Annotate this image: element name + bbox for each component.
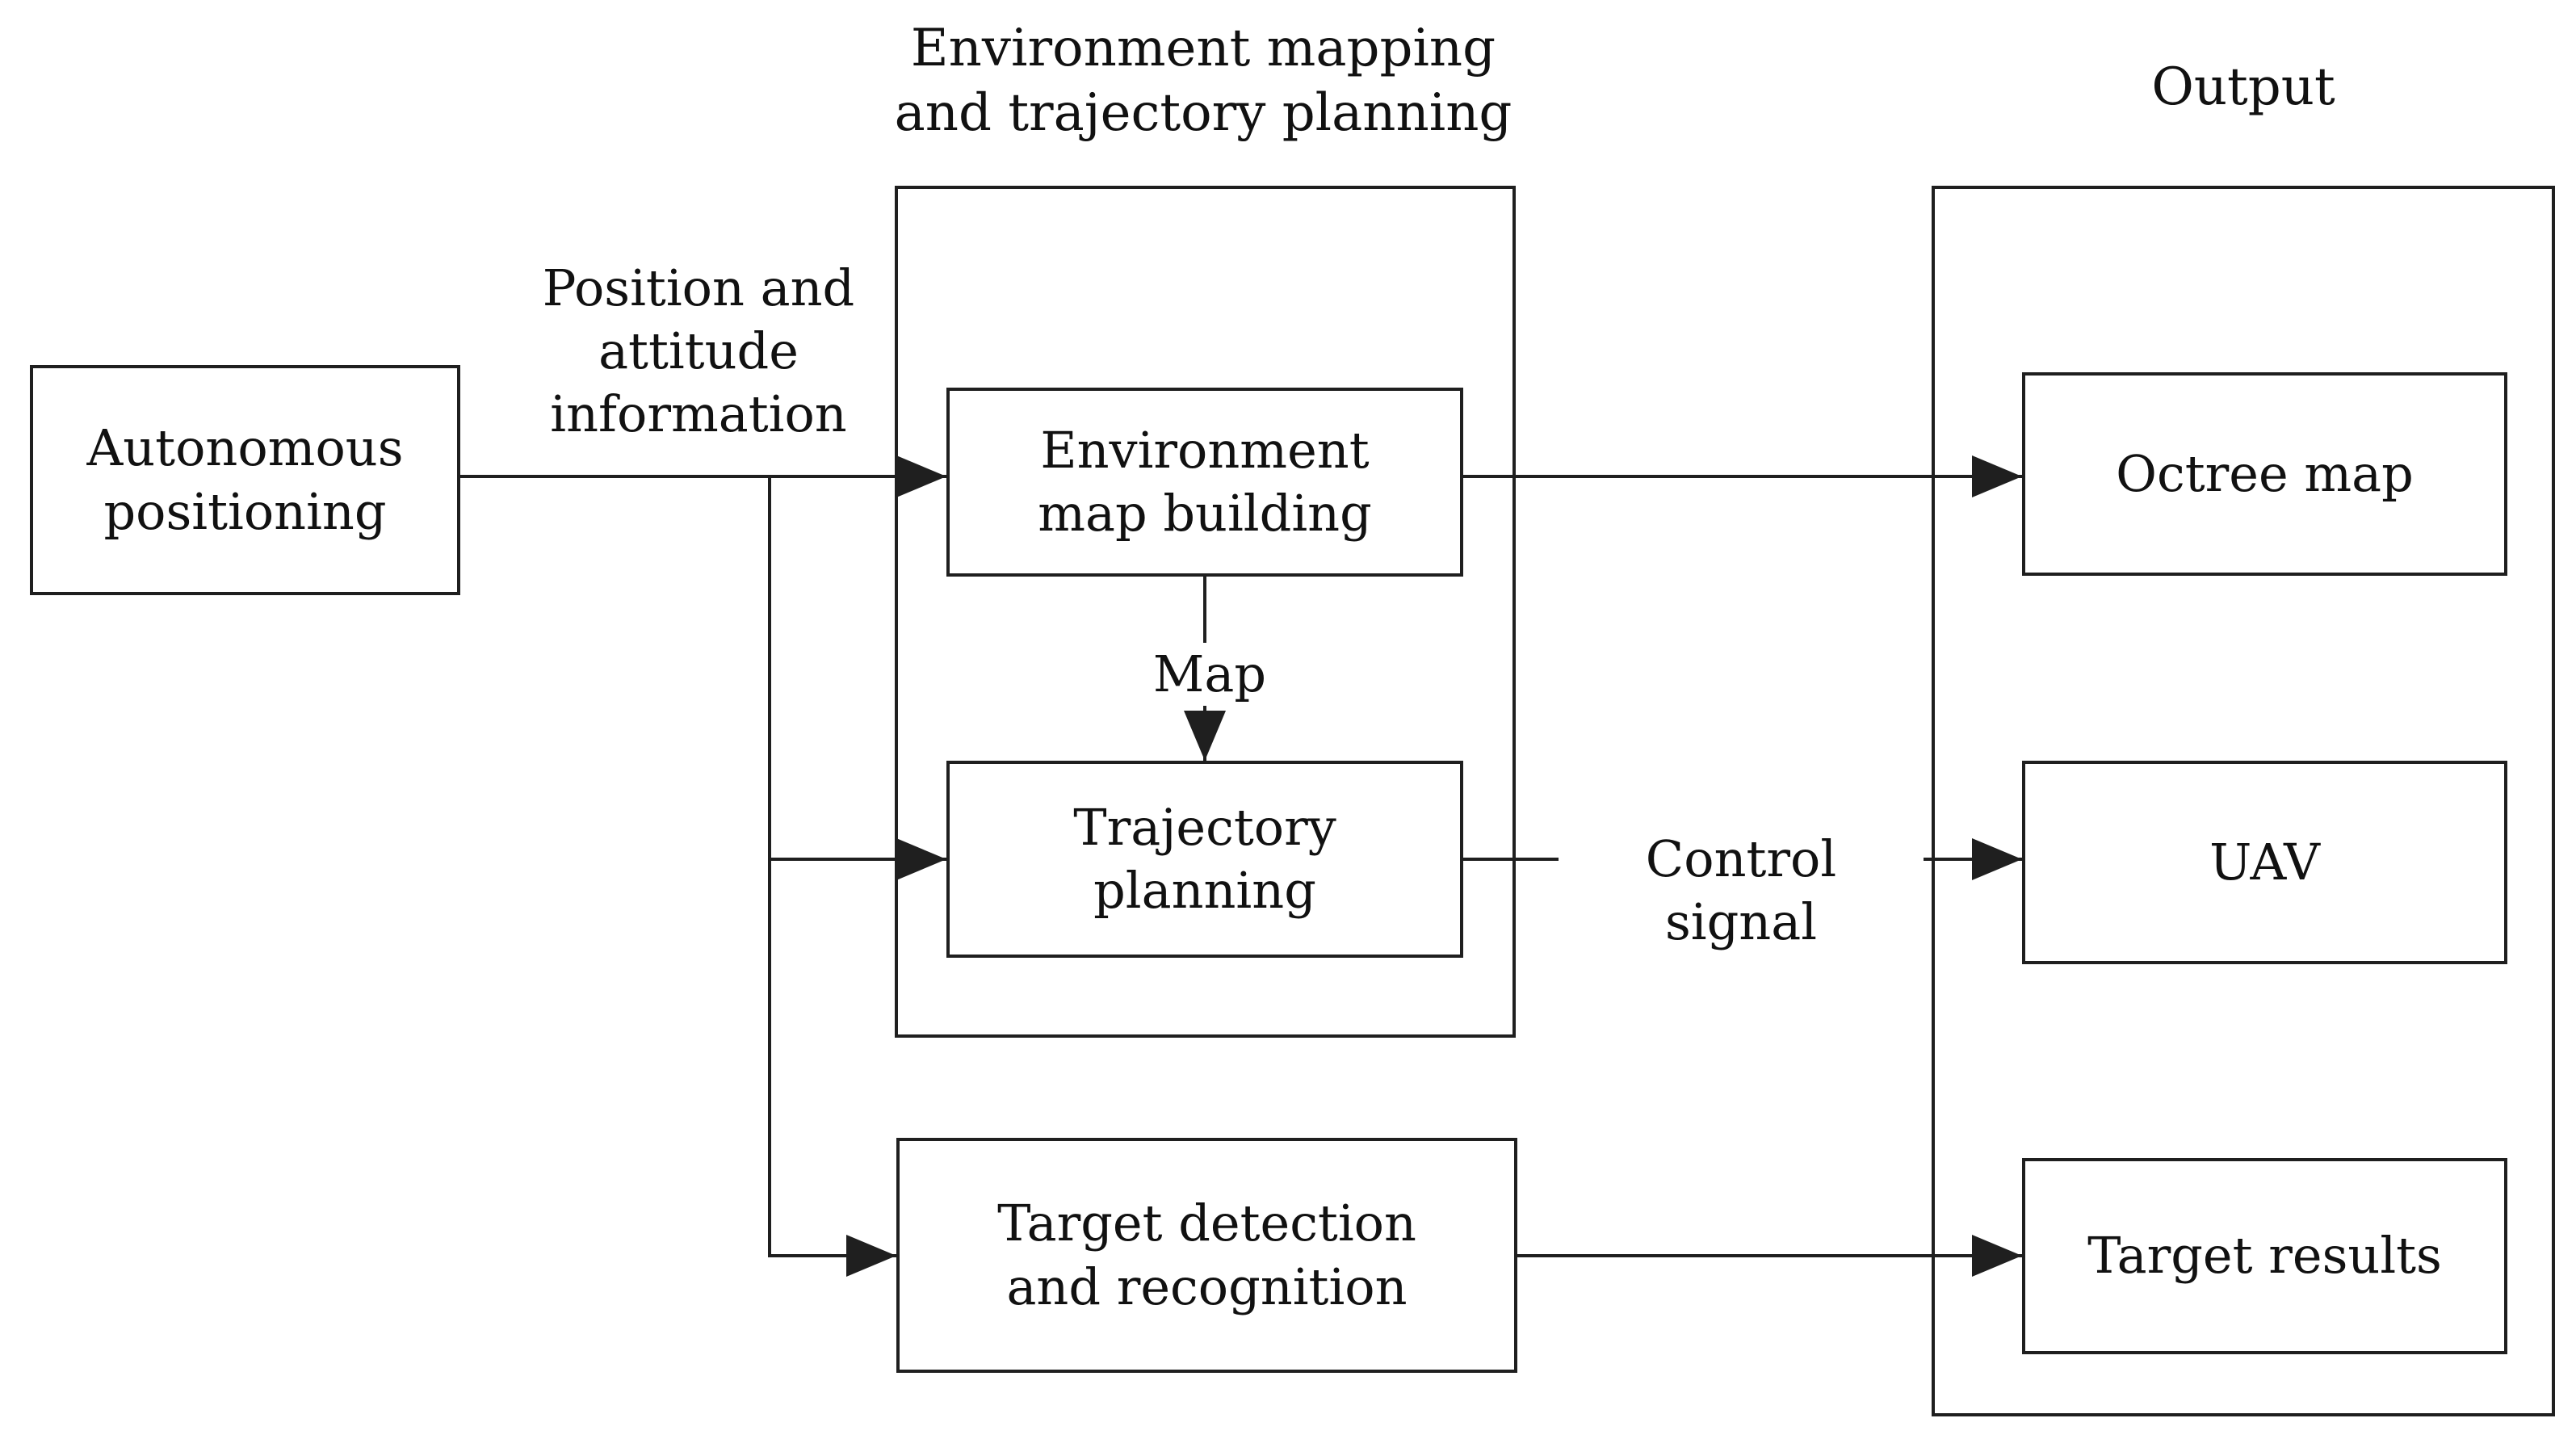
node-environment-map-building: Environment map building <box>946 388 1463 577</box>
arrowhead-into-trajectory-icon <box>896 838 946 880</box>
edge-branch-to-trajectory-line <box>768 858 946 861</box>
node-target-results: Target results <box>2022 1158 2507 1354</box>
edge-envmap-to-octree-line <box>1462 475 2022 478</box>
arrowhead-into-envmap-icon <box>896 455 946 497</box>
node-uav: UAV <box>2022 761 2507 964</box>
edge-label-position-attitude: Position and attitude information <box>542 258 855 444</box>
node-octree-map: Octree map <box>2022 372 2507 576</box>
edge-label-map: Map <box>1108 643 1311 707</box>
edge-autonomous-to-envmap-line <box>459 475 946 478</box>
arrowhead-into-results-icon <box>1972 1235 2022 1277</box>
arrowhead-into-uav-icon <box>1972 838 2022 880</box>
edge-label-control-signal: Control signal <box>1559 828 1924 955</box>
arrowhead-into-octree-icon <box>1972 455 2022 497</box>
node-trajectory-planning: Trajectory planning <box>946 761 1463 958</box>
output-group-container <box>1932 186 2555 1416</box>
node-autonomous-positioning: Autonomous positioning <box>30 365 460 595</box>
output-group-title: Output <box>2151 57 2335 117</box>
env-group-title: Environment mapping and trajectory plann… <box>894 19 1512 143</box>
edge-targetdet-to-results-line <box>1516 1254 2022 1257</box>
env-group-container <box>895 186 1516 1038</box>
arrowhead-map-down-icon <box>1184 711 1226 761</box>
arrowhead-into-targetdet-icon <box>846 1235 896 1277</box>
edge-branch-vertical-line <box>768 475 771 1257</box>
node-target-detection-recognition: Target detection and recognition <box>896 1138 1517 1373</box>
edge-branch-to-targetdet-line <box>768 1254 896 1257</box>
